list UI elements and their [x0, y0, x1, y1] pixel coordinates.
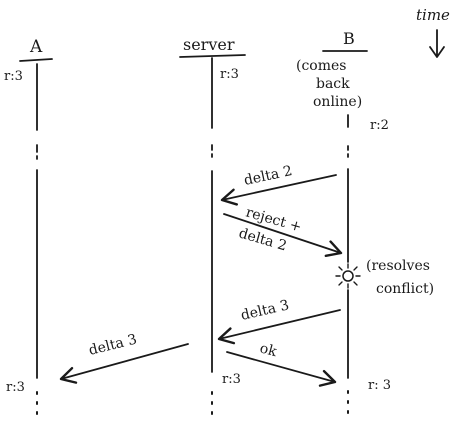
b-note-line-3: online): [313, 94, 362, 110]
time-arrow-icon: [429, 29, 445, 58]
participant-server-label: server: [183, 35, 235, 54]
state-b-top: r:2: [370, 118, 389, 133]
label-server-to-a-delta3: delta 3: [87, 331, 138, 358]
arrow-b-to-server-delta2: [220, 174, 337, 206]
state-a-top: r:3: [4, 69, 23, 84]
participant-server-underline: [179, 54, 246, 58]
resolve-note-line-1: (resolves: [366, 258, 430, 274]
arrow-b-to-server-delta3: [217, 309, 341, 345]
participant-a-underline: [19, 58, 53, 62]
sun-burst-icon: [335, 263, 361, 289]
arrow-server-to-a-delta3: [59, 343, 189, 384]
participant-b-label: B: [343, 29, 355, 48]
label-server-to-b-ok: ok: [258, 340, 279, 360]
state-server-bottom: r:3: [222, 372, 241, 387]
state-server-top: r:3: [220, 67, 239, 82]
resolve-note-line-2: conflict): [376, 281, 434, 297]
participant-a-label: A: [29, 37, 43, 57]
arrow-server-to-b-ok: [226, 351, 337, 387]
state-a-bottom: r:3: [6, 380, 25, 395]
state-b-bottom: r: 3: [368, 378, 391, 393]
label-b-to-server-delta3: delta 3: [239, 297, 290, 324]
b-note-line-1: (comes: [296, 58, 346, 74]
time-label: time: [416, 6, 450, 24]
b-note-line-2: back: [316, 76, 350, 92]
arrow-server-to-b-reject: [223, 213, 343, 258]
